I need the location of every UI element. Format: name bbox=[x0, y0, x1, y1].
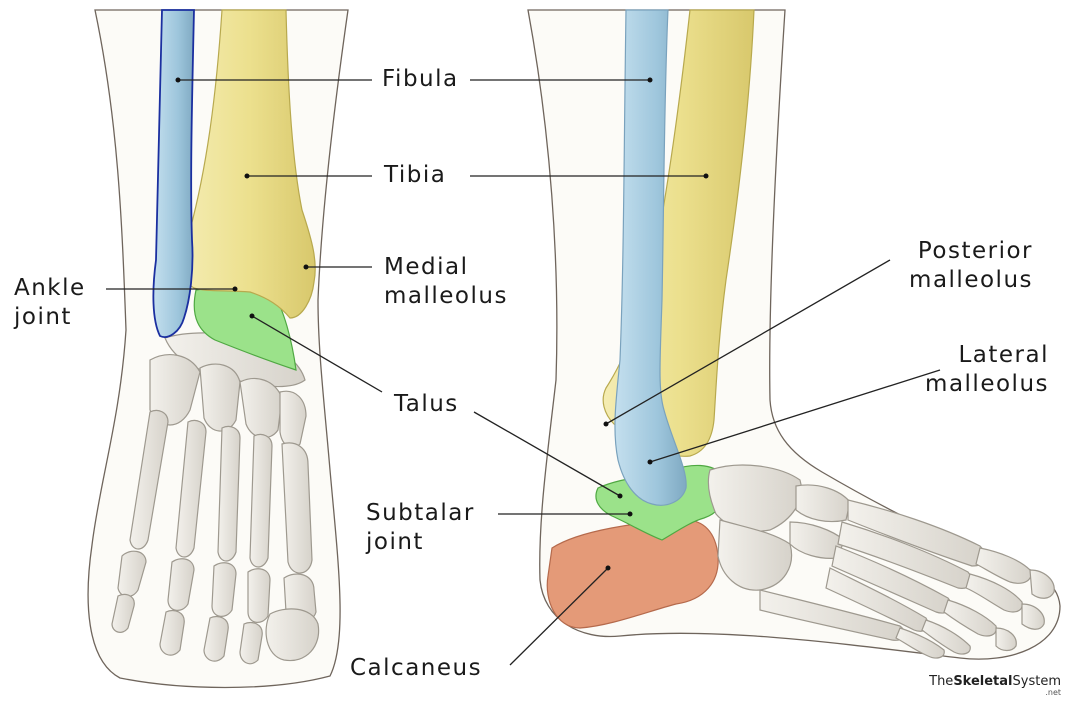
label-medial-malleolus-line2: malleolus bbox=[384, 282, 508, 311]
label-subtalar-joint-line1: Subtalar bbox=[366, 499, 475, 528]
label-lateral-malleolus-line2: malleolus bbox=[925, 370, 1049, 399]
label-posterior-malleolus-line2: malleolus bbox=[909, 266, 1033, 295]
label-talus: Talus bbox=[394, 390, 459, 419]
watermark-tld: .net bbox=[929, 689, 1061, 697]
label-lateral-malleolus-line1: Lateral bbox=[925, 341, 1049, 370]
label-ankle-joint-line2: joint bbox=[14, 303, 86, 332]
label-ankle-joint-line1: Ankle bbox=[14, 274, 86, 303]
label-subtalar-joint: Subtalar joint bbox=[366, 499, 475, 557]
label-subtalar-joint-line2: joint bbox=[366, 528, 475, 557]
lateral-view bbox=[528, 10, 1060, 659]
label-ankle-joint: Ankle joint bbox=[14, 274, 86, 332]
label-medial-malleolus-line1: Medial bbox=[384, 253, 508, 282]
label-lateral-malleolus: Lateral malleolus bbox=[925, 341, 1049, 399]
label-tibia: Tibia bbox=[384, 161, 446, 190]
watermark: TheSkeletalSystem .net bbox=[929, 675, 1061, 697]
watermark-prefix: The bbox=[929, 674, 953, 689]
label-posterior-malleolus-line1: Posterior bbox=[909, 237, 1033, 266]
label-medial-malleolus: Medial malleolus bbox=[384, 253, 508, 311]
watermark-suffix: System bbox=[1013, 674, 1061, 689]
label-calcaneus: Calcaneus bbox=[350, 654, 482, 683]
watermark-bold: Skeletal bbox=[953, 674, 1012, 689]
label-fibula: Fibula bbox=[382, 65, 459, 94]
label-posterior-malleolus: Posterior malleolus bbox=[909, 237, 1033, 295]
